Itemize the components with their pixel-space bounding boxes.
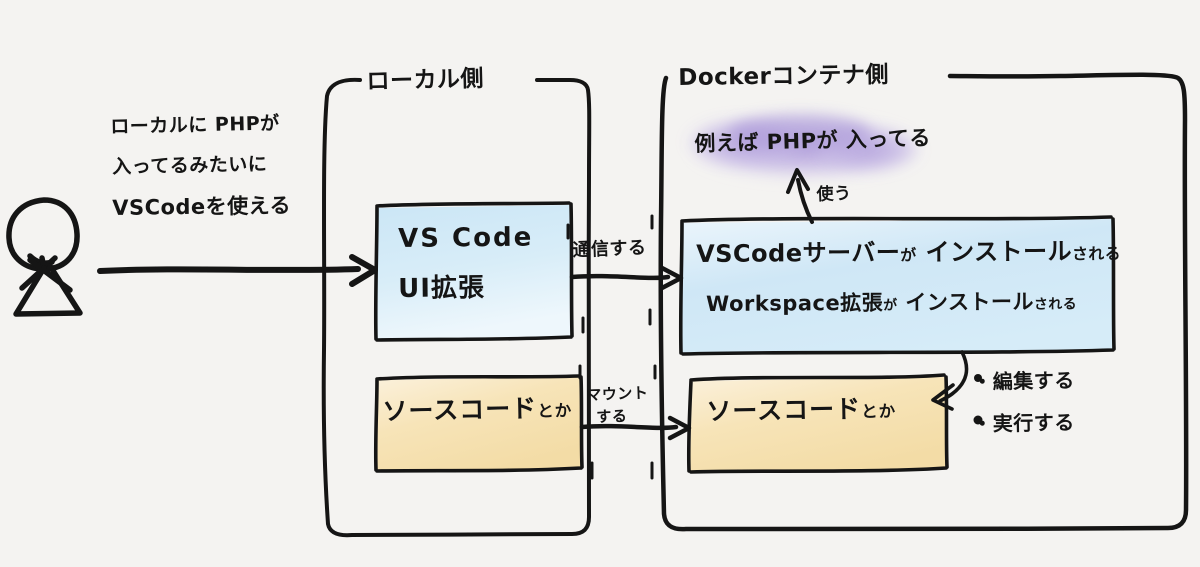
server-suffix-1: される [1072,244,1122,264]
bullet-item-edit: ・編集する [972,368,1075,394]
docker-side-title: Dockerコンテナ側 [678,62,890,91]
source-local-box [373,374,584,473]
workspace-subject: Workspace拡張 [706,290,884,316]
server-verb-1: インストール [925,237,1073,267]
label-underline-marks [566,214,657,480]
communicate-edge-label: 通信する [572,237,647,261]
source-docker-main: ソースコード [706,394,862,426]
arrow-use-php [786,168,814,224]
source-docker-box [686,373,949,474]
server-suffix-2: される [1033,296,1078,313]
vscode-ui-box-line-2: UI拡張 [398,273,486,304]
mount-edge-label-line-1: マウント [586,383,649,404]
bullet-item-run: ・実行する [972,410,1075,436]
use-arrow-label: 使う [816,183,852,205]
local-side-title: ローカル側 [366,65,485,95]
php-cloud-shape [687,114,920,178]
note-line-1: ローカルに PHPが [110,112,280,138]
source-docker-label: ソースコードとか [706,389,896,428]
vscode-server-line-2: Workspace拡張が インストールされる [706,285,1077,318]
arrow-person-to-vscode [97,254,378,287]
vscode-server-box [678,215,1116,356]
arrow-ui-to-server [569,265,684,291]
vscode-ui-box-line-1: VS Code [398,222,534,254]
note-line-3: VSCodeを使える [112,193,292,220]
mount-edge-label-line-2: する [596,406,628,426]
source-local-label: ソースコードとか [382,388,572,428]
server-particle-2: が [883,297,898,314]
server-subject: VSCodeサーバー [696,238,901,268]
php-cloud-label: 例えば PHPが 入ってる [694,125,932,156]
source-local-suffix: とか [537,401,573,421]
server-particle-1: が [900,245,917,265]
note-line-2: 入ってるみたいに [112,153,268,178]
vscode-server-line-1: VSCodeサーバーが インストールされる [696,231,1121,269]
vscode-ui-box [373,201,574,342]
person-stick-figure [6,197,83,317]
server-verb-2: インストール [905,289,1035,315]
arrow-server-to-source [931,350,969,411]
docker-side-frame [658,72,1189,532]
source-local-main: ソースコード [382,393,538,426]
bullet-dots [973,374,983,425]
arrow-mount [579,415,692,441]
source-docker-suffix: とか [860,401,897,422]
